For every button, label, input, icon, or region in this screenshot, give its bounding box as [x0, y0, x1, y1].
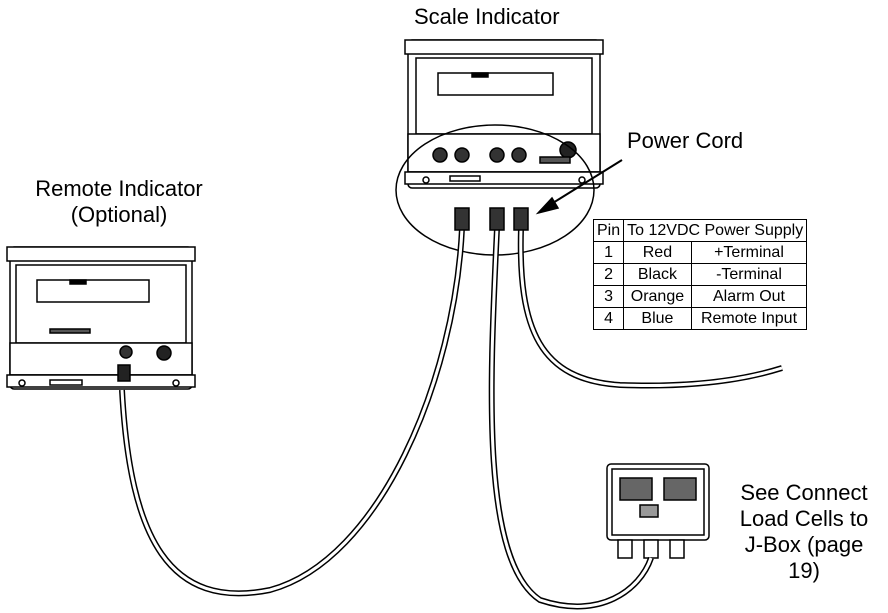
table-row: 3 Orange Alarm Out [592, 285, 808, 308]
jbox-device [606, 463, 710, 559]
wire-color-cell: Orange [623, 285, 692, 308]
power-cord-cable [517, 227, 783, 389]
function-cell: Remote Input [690, 307, 808, 330]
wire-color-cell: Black [623, 263, 692, 286]
pin-table: Pin To 12VDC Power Supply 1 Red +Termina… [592, 219, 808, 330]
jbox-label-line2: Load Cells to [739, 506, 869, 531]
function-cell: Alarm Out [690, 285, 808, 308]
remote-indicator-label: Remote Indicator (Optional) [14, 176, 224, 228]
power-cord-arrow [535, 159, 623, 215]
pin-table-header-supply: To 12VDC Power Supply [623, 219, 808, 242]
pin-cell: 2 [592, 263, 625, 286]
cable-to-remote [119, 227, 465, 597]
pin-cell: 4 [592, 307, 625, 330]
jbox-label-line1: See Connect [740, 480, 868, 505]
scale-indicator-connectors [432, 141, 577, 164]
jbox-label-line3: J-Box (page [744, 532, 864, 557]
cable-glands [454, 207, 529, 231]
function-cell: +Terminal [690, 241, 808, 264]
jbox-label-line4: 19) [788, 558, 820, 583]
table-row: 2 Black -Terminal [592, 263, 808, 286]
remote-indicator-device [6, 246, 196, 390]
jbox-label: See Connect Load Cells to J-Box (page 19… [724, 480, 884, 584]
remote-indicator-label-line1: Remote Indicator [35, 176, 203, 201]
table-row: 1 Red +Terminal [592, 241, 808, 264]
wire-color-cell: Blue [623, 307, 692, 330]
cable-to-jbox [488, 227, 654, 610]
scale-indicator-label: Scale Indicator [414, 4, 560, 29]
function-cell: -Terminal [690, 263, 808, 286]
pin-table-header-row: Pin To 12VDC Power Supply [592, 219, 808, 242]
wire-color-cell: Red [623, 241, 692, 264]
table-row: 4 Blue Remote Input [592, 307, 808, 330]
scale-indicator-device [404, 39, 604, 189]
remote-indicator-label-line2: (Optional) [70, 202, 168, 227]
pin-table-header-pin: Pin [592, 219, 625, 242]
pin-cell: 1 [592, 241, 625, 264]
pin-cell: 3 [592, 285, 625, 308]
power-cord-label: Power Cord [627, 128, 744, 153]
